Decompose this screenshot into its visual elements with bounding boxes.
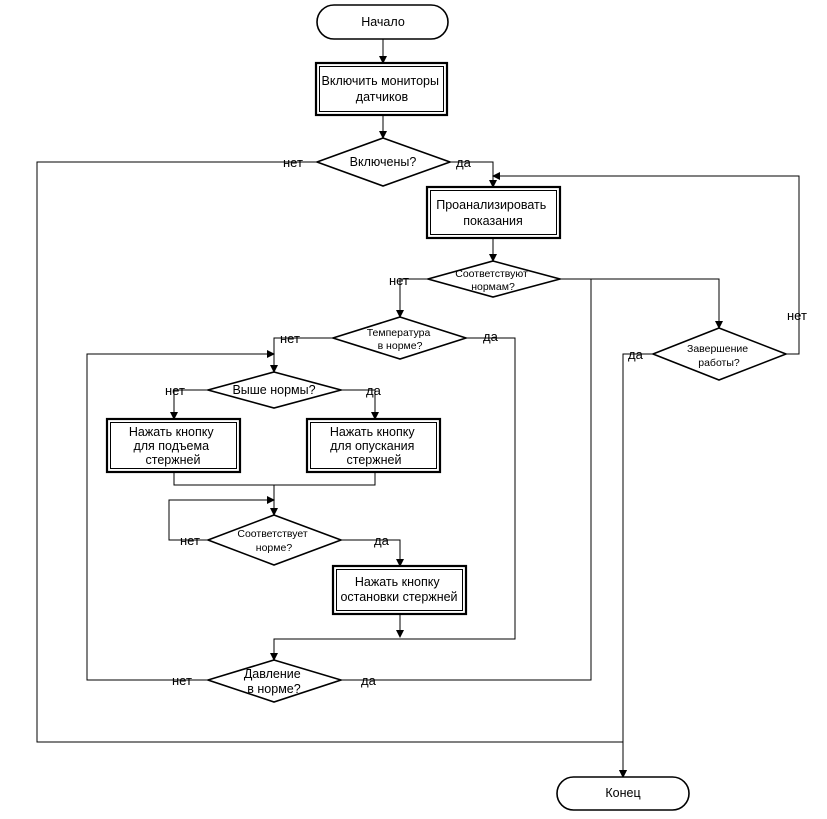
node-raise-rods: Нажать кнопку для подъема стержней [105, 417, 242, 474]
matches-decision [205, 514, 344, 566]
raise-rods-box [105, 417, 242, 474]
yes-label: да [374, 533, 390, 548]
end-label: Конец [605, 786, 640, 800]
no-label: нет [180, 533, 200, 548]
no-label: нет [389, 273, 409, 288]
start-label: Начало [361, 15, 405, 29]
no-label: нет [283, 155, 303, 170]
enabled-check-label: Включены? [350, 155, 417, 169]
temp-decision [330, 316, 469, 360]
finish-check-label: Завершение работы? [687, 343, 751, 369]
node-norms-check: Соответствуют нормам? [425, 260, 564, 298]
node-finish-check: Завершение работы? [650, 327, 789, 381]
norms-check-label: Соответствуют нормам? [455, 268, 531, 293]
node-temp-check: Температура в норме? [330, 316, 469, 360]
connectors [36, 39, 800, 778]
pressure-check-label: Давление в норме? [244, 667, 304, 696]
arrow-above-yes [341, 389, 379, 420]
arrow-temp-no [270, 337, 333, 373]
lower-rods-label: Нажать кнопку для опускания стержней [330, 425, 418, 467]
enable-monitors-box [314, 61, 449, 117]
stop-rods-label: Нажать кнопку остановки стержней [340, 575, 457, 604]
node-end: Конец [556, 776, 690, 811]
no-label: нет [165, 383, 185, 398]
node-pressure-check: Давление в норме? [205, 659, 344, 703]
node-stop-rods: Нажать кнопку остановки стержней [331, 564, 468, 616]
no-label: нет [787, 308, 807, 323]
above-check-label: Выше нормы? [232, 383, 315, 397]
arrow-norms-yes-to-finish [560, 278, 723, 329]
no-label: нет [280, 331, 300, 346]
arrow-norms-no-to-temp [396, 278, 428, 318]
arrow-matches-no-loop [168, 496, 275, 541]
yes-label: да [361, 673, 377, 688]
analyze-label: Проанализировать показания [436, 198, 550, 228]
arrow-finish-no-loop [492, 172, 800, 355]
arrow-pressure-no-loop [86, 350, 275, 681]
line-pressure-yes [341, 279, 592, 681]
node-analyze: Проанализировать показания [425, 185, 562, 240]
end-terminator [556, 776, 690, 811]
node-enabled-check: Включены? [314, 137, 453, 187]
analyze-box [425, 185, 562, 240]
yes-label: да [483, 329, 499, 344]
node-lower-rods: Нажать кнопку для опускания стержней [305, 417, 442, 474]
start-terminator [316, 4, 449, 40]
node-above-check: Выше нормы? [204, 371, 345, 409]
enable-monitors-label: Включить мониторы датчиков [322, 74, 443, 104]
matches-check-label: Соответствует норме? [237, 528, 310, 554]
arrow-finish-yes-to-end [619, 353, 653, 778]
norms-decision [425, 260, 564, 298]
arrow-temp-yes-to-pressure [270, 337, 516, 661]
branch-labels: нет да нет нет да нет да нет да нет да н… [165, 155, 807, 688]
no-label: нет [172, 673, 192, 688]
merge-line-rods [173, 472, 376, 486]
stop-rods-box [331, 564, 468, 616]
raise-rods-label: Нажать кнопку для подъема стержней [129, 425, 217, 467]
finish-decision [650, 327, 789, 381]
above-decision [204, 371, 345, 409]
arrow-matches-yes [341, 539, 404, 567]
node-start: Начало [316, 4, 449, 40]
node-enable-monitors: Включить мониторы датчиков [314, 61, 449, 117]
yes-label: да [366, 383, 382, 398]
temp-check-label: Температура в норме? [367, 327, 434, 352]
lower-rods-box [305, 417, 442, 474]
pressure-decision [205, 659, 344, 703]
yes-label: да [628, 347, 644, 362]
enabled-decision [314, 137, 453, 187]
node-matches-check: Соответствует норме? [205, 514, 344, 566]
yes-label: да [456, 155, 472, 170]
arrow-above-no [170, 389, 208, 420]
